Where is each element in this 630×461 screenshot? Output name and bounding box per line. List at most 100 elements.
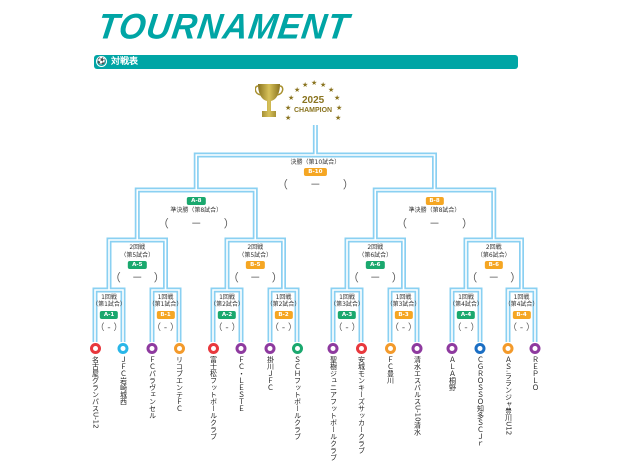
- round-label: 2回戦: [485, 244, 502, 251]
- team-name: 安城モンキーズサッカークラブ: [357, 356, 366, 454]
- round-label: 1回戦: [513, 294, 530, 301]
- team-entry: リコブエンテＦＣ: [143, 343, 215, 412]
- team-entry: 名古屋グランパスU-12: [50, 343, 140, 429]
- match-badge: B-2: [274, 311, 293, 319]
- round-label: 1回戦: [339, 294, 355, 301]
- team-name: 掛川ＪＦＣ: [266, 356, 275, 391]
- round-label: 2回戦: [247, 244, 264, 251]
- match-number: （第5試合）: [120, 252, 155, 259]
- match-number: （第2試合）: [266, 301, 301, 308]
- soccer-ball-icon: ⚽: [96, 56, 107, 67]
- soccer-ball-icon: [207, 343, 219, 354]
- champion-year: 2025: [302, 95, 325, 106]
- match-number: （第5試合）: [238, 252, 273, 259]
- section-label: 対戦表: [111, 57, 139, 67]
- champion-label: CHAMPION: [294, 107, 333, 114]
- team-name: ＪＦＣ岩崎城西: [119, 356, 128, 405]
- team-name: ＣＧＲＯＳＳＯ知多ＳＣＪｒ: [476, 356, 485, 447]
- team-entry: ＡＬＡ桐野: [430, 343, 475, 391]
- soccer-ball-icon: [446, 343, 458, 354]
- match-badge: B-4: [512, 311, 531, 319]
- score-box: （ - ）: [95, 323, 123, 333]
- team-entry: 清水エスパルスU-10清水: [368, 343, 467, 436]
- team-entry: 富士松フットボールクラブ: [159, 343, 267, 440]
- svg-text:★: ★: [320, 81, 326, 89]
- score-box: （ - ）: [152, 323, 179, 333]
- score-box: （ － ）: [276, 178, 354, 191]
- trophy-icon: ★★★★★★★★★★★: [254, 79, 342, 122]
- score-box: （ － ）: [227, 271, 283, 284]
- match-number: （第3試合）: [386, 301, 421, 308]
- soccer-ball-icon: [117, 343, 129, 354]
- soccer-ball-icon: [173, 343, 185, 354]
- team-name: ＡＬＡ桐野: [448, 356, 457, 391]
- round-label: 1回戦: [395, 294, 412, 301]
- match-number: （第6試合）: [358, 252, 393, 259]
- team-entry: 聖樹ジュニアフットボールクラブ: [266, 343, 401, 461]
- match-number: （第2試合）: [210, 301, 244, 308]
- match-badge: B-8: [425, 197, 444, 205]
- match-number: （第3試合）: [330, 301, 364, 308]
- match-number: （第1試合）: [148, 301, 183, 308]
- team-entry: ＲＥＰＬＯ: [513, 343, 558, 391]
- match-badge: B-3: [394, 311, 413, 319]
- soccer-ball-icon: [327, 343, 339, 354]
- score-box: （ - ）: [270, 323, 297, 333]
- score-box: （ － ）: [157, 217, 235, 230]
- match-number: （第1試合）: [92, 301, 126, 308]
- team-name: ＦＣパラヴェンセル: [148, 356, 157, 419]
- soccer-ball-icon: [146, 343, 158, 354]
- team-entry: ＦＣパラヴェンセル: [112, 343, 193, 419]
- team-entry: ＳＣＨフットボールクラブ: [243, 343, 351, 440]
- soccer-ball-icon: [235, 343, 247, 354]
- soccer-ball-icon: [529, 343, 541, 354]
- match-badge: A-3: [337, 311, 357, 319]
- svg-text:★: ★: [311, 80, 317, 87]
- score-box: （ － ）: [347, 271, 403, 284]
- team-name: ＦＣ豊川: [386, 356, 395, 384]
- team-name: ＡＳ.ラランジャ豊川U12: [504, 356, 513, 436]
- match-badge: A-2: [217, 311, 237, 319]
- round-label: 1回戦: [157, 294, 174, 301]
- team-name: 聖樹ジュニアフットボールクラブ: [329, 356, 338, 461]
- match-badge: A-1: [99, 311, 119, 319]
- team-entry: ＣＧＲＯＳＳＯ知多ＳＣＪｒ: [422, 343, 539, 447]
- champion-emblem: ★★★★★★★★★★★ 2025 CHAMPION: [254, 79, 355, 132]
- soccer-ball-icon: [264, 343, 276, 354]
- match-badge: B-1: [156, 311, 175, 319]
- team-entry: ＡＳ.ラランジャ豊川U12: [477, 343, 540, 435]
- svg-text:★: ★: [336, 104, 342, 112]
- bracket-lines: [92, 125, 538, 342]
- soccer-ball-icon: [291, 343, 303, 354]
- team-name: ＦＣ・ＬＥＳＴＥ: [237, 356, 246, 412]
- match-number: （第4試合）: [504, 301, 539, 308]
- match-badge: A-8: [187, 197, 206, 205]
- match-badge: A-6: [366, 261, 385, 269]
- team-name: ＲＥＰＬＯ: [531, 356, 540, 391]
- round-label: 2回戦: [367, 244, 384, 251]
- team-entry: ＦＣ豊川: [372, 343, 408, 384]
- team-name: 清水エスパルスU-10清水: [413, 356, 422, 436]
- team-name: 富士松フットボールクラブ: [209, 356, 218, 440]
- score-box: （ - ）: [213, 323, 241, 333]
- svg-text:★: ★: [334, 94, 340, 102]
- team-name: リコブエンテＦＣ: [175, 356, 184, 412]
- final-label: 決勝（第10試合）: [290, 159, 341, 166]
- round-label: 1回戦: [275, 294, 292, 301]
- semifinal-label: 準決勝（第8試合）: [170, 207, 223, 214]
- semifinal-label: 準決勝（第8試合）: [408, 207, 461, 214]
- svg-text:★: ★: [288, 94, 294, 102]
- team-entry: ＪＦＣ岩崎城西: [92, 343, 155, 405]
- score-box: （ - ）: [333, 323, 361, 333]
- soccer-ball-icon: [502, 343, 514, 354]
- match-badge: B-5: [246, 261, 265, 269]
- score-box: （ - ）: [508, 323, 535, 333]
- svg-text:★: ★: [302, 81, 308, 89]
- svg-text:★: ★: [294, 86, 300, 94]
- round-label: 1回戦: [458, 294, 474, 301]
- soccer-ball-icon: [384, 343, 396, 354]
- round-label: 1回戦: [101, 294, 117, 301]
- team-entry: 安城モンキーズサッカークラブ: [298, 343, 424, 454]
- score-box: （ － ）: [109, 271, 165, 284]
- team-entry: 掛川ＪＦＣ: [248, 343, 293, 391]
